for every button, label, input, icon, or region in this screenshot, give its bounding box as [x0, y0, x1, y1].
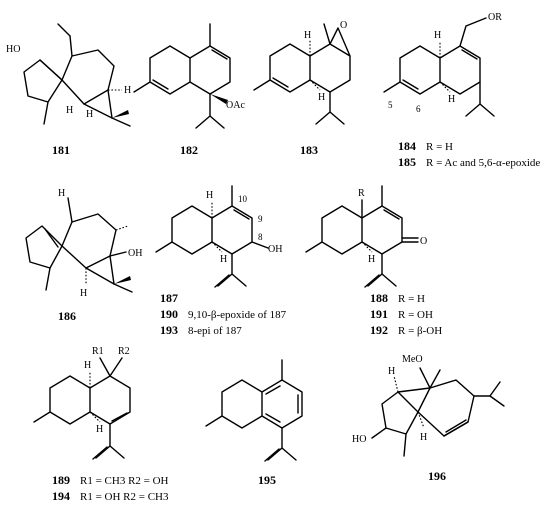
atom-h: H	[434, 30, 441, 41]
group-r2: R2	[118, 346, 130, 357]
locant-5: 5	[388, 100, 393, 110]
atom-h: H	[368, 254, 375, 265]
structure-189: R1 R2 H H 189 R1 = CH3 R2 = OH 194 R1 = …	[33, 346, 169, 503]
compound-label: 195	[258, 473, 276, 487]
structure-188: R O H 188 R = H 191 R = OH 192 R = β-OH	[305, 185, 442, 337]
compound-label: 188	[370, 291, 388, 305]
atom-h: H	[80, 288, 87, 299]
structure-182: OAc 182	[133, 23, 245, 157]
group-oac: OAc	[226, 100, 245, 111]
atom-h: H	[66, 105, 73, 116]
atom-h: H	[86, 109, 93, 120]
substituent-note: R = H	[426, 141, 453, 153]
group-oh: OH	[128, 248, 142, 259]
locant-10: 10	[238, 194, 248, 204]
compound-label: 189	[52, 473, 70, 487]
locant-9: 9	[258, 214, 263, 224]
atom-o: O	[340, 20, 347, 31]
compound-label: 183	[300, 143, 318, 157]
structure-181: HO H H H 181	[6, 23, 131, 157]
structure-187: H H OH 10 9 8 187 190 9,10-β-epoxide of …	[155, 185, 287, 337]
atom-ho: HO	[6, 44, 20, 55]
compound-label: 193	[160, 323, 178, 337]
substituent-note: 8-epi of 187	[188, 325, 242, 337]
compound-label: 181	[52, 143, 70, 157]
atom-h: H	[318, 92, 325, 103]
substituent-note: R = OH	[398, 309, 433, 321]
compound-label: 192	[370, 323, 388, 337]
substituent-note: R = H	[398, 293, 425, 305]
group-meo: MeO	[402, 354, 423, 365]
group-r1: R1	[92, 346, 104, 357]
substituent-note: 9,10-β-epoxide of 187	[188, 309, 287, 321]
substituent-note: R = β-OH	[398, 325, 442, 337]
compound-label: 185	[398, 155, 416, 169]
atom-h: H	[220, 254, 227, 265]
structure-196: MeO HO H H 196	[352, 354, 505, 483]
group-oh: OH	[268, 244, 282, 255]
atom-h: H	[58, 188, 65, 199]
compound-label: 191	[370, 307, 388, 321]
structure-195: 195	[205, 359, 303, 487]
structure-186: H OH H 186	[25, 188, 142, 323]
atom-h: H	[96, 424, 103, 435]
compound-label: 187	[160, 291, 178, 305]
substituent-note: R1 = CH3 R2 = OH	[80, 475, 169, 487]
atom-h: H	[304, 30, 311, 41]
substituent-note: R = Ac and 5,6-α-epoxide	[426, 157, 540, 169]
atom-o: O	[420, 236, 427, 247]
locant-6: 6	[416, 104, 421, 114]
locant-8: 8	[258, 232, 263, 242]
atom-h: H	[388, 366, 395, 377]
group-or: OR	[488, 12, 502, 23]
structure-183: O H H 183	[253, 20, 351, 157]
compound-label: 186	[58, 309, 76, 323]
compound-label: 194	[52, 489, 70, 503]
atom-h: H	[124, 85, 131, 96]
group-r: R	[358, 188, 365, 199]
group-ho: HO	[352, 434, 366, 445]
substituent-note: R1 = OH R2 = CH3	[80, 491, 169, 503]
compound-label: 182	[180, 143, 198, 157]
atom-h: H	[206, 190, 213, 201]
compound-label: 184	[398, 139, 416, 153]
structure-184: OR H H 5 6 184 R = H 185 R = Ac and 5,6-…	[383, 12, 540, 169]
compound-label: 196	[428, 469, 446, 483]
atom-h: H	[84, 360, 91, 371]
compound-label: 190	[160, 307, 178, 321]
atom-h: H	[420, 432, 427, 443]
atom-h: H	[448, 94, 455, 105]
